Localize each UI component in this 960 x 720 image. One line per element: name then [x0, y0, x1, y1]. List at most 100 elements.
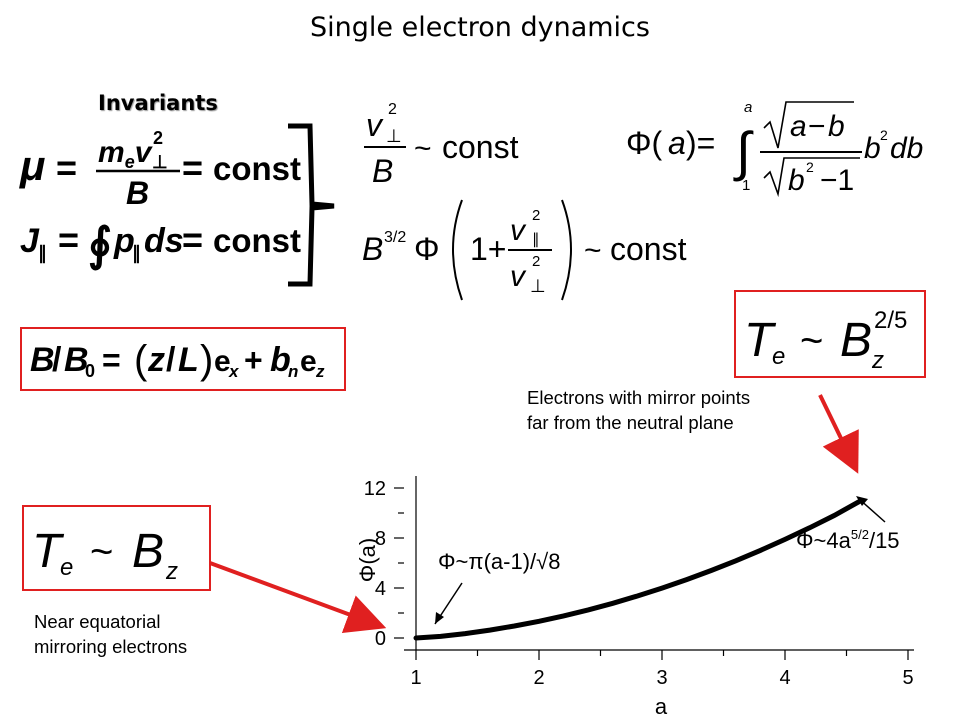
invariants-heading: Invariants [98, 91, 218, 115]
svg-text:=: = [182, 219, 203, 260]
svg-text:b: b [270, 341, 291, 379]
svg-text:B: B [64, 341, 89, 379]
field-equation: B / B 0 = ( z / L ) e x + b n e z [30, 338, 325, 382]
svg-text:J: J [20, 222, 40, 260]
svg-text:2: 2 [806, 159, 814, 175]
svg-text:a: a [790, 110, 807, 143]
svg-text:2: 2 [532, 253, 540, 270]
annotation-linear: Φ~π(a-1)/√8 [434, 549, 560, 625]
svg-text:3/2: 3/2 [384, 229, 406, 246]
svg-text:x: x [228, 362, 240, 381]
svg-text:~: ~ [800, 319, 823, 363]
svg-text:B: B [126, 175, 149, 211]
svg-text:/: / [166, 341, 176, 379]
svg-text:B: B [372, 153, 393, 189]
y-tick-label: 4 [375, 578, 386, 600]
svg-text:z: z [315, 362, 325, 381]
svg-text:const: const [213, 222, 301, 259]
svg-text:): ) [200, 338, 213, 382]
svg-text:db: db [890, 132, 923, 165]
brace-icon [288, 123, 335, 287]
v-over-b-equation: v 2 ⊥ B ~ const [364, 101, 519, 189]
svg-text:b: b [788, 164, 805, 197]
x-tick-label: 5 [902, 667, 913, 689]
j-equation: J ∥ = ∮ p ∥ ds = const [20, 218, 301, 271]
te-far-box: T e ~ B z 2/5 [734, 290, 926, 378]
y-tick-label: 12 [364, 478, 386, 500]
te-far-equation: T e ~ B z 2/5 [744, 307, 907, 374]
svg-text:~: ~ [584, 234, 602, 267]
svg-text:p: p [113, 222, 135, 260]
chart-axes [404, 476, 914, 651]
svg-text:0: 0 [85, 361, 95, 381]
svg-text:~: ~ [414, 132, 432, 165]
svg-text:e: e [300, 345, 317, 378]
annotation-power-arrowhead [856, 496, 868, 506]
x-tick-label: 3 [656, 667, 667, 689]
near-electrons-note: Near equatorial mirroring electrons [34, 609, 187, 659]
annotation-power-suffix: /15 [869, 528, 900, 553]
svg-text:e: e [214, 345, 231, 378]
svg-text:⊥: ⊥ [530, 276, 546, 296]
svg-text:μ: μ [19, 142, 45, 189]
far-electrons-note: Electrons with mirror points far from th… [527, 385, 750, 435]
field-equation-box: B / B 0 = ( z / L ) e x + b n e z [20, 327, 346, 391]
svg-text:/: / [52, 341, 62, 379]
svg-text:const: const [442, 129, 519, 165]
annotation-power-sup: 5/2 [851, 527, 869, 542]
x-tick-label: 1 [410, 667, 421, 689]
svg-text:e: e [60, 554, 73, 581]
svg-text:∥: ∥ [132, 243, 141, 264]
svg-text:v: v [510, 260, 527, 293]
slide-title: Single electron dynamics [310, 12, 650, 43]
x-axis-label: a [655, 694, 668, 719]
svg-text:Φ: Φ [414, 231, 440, 267]
svg-text:z: z [147, 341, 165, 379]
svg-text:=: = [102, 342, 121, 378]
svg-text:(: ( [134, 338, 148, 382]
svg-text:∫: ∫ [733, 122, 754, 182]
svg-text:⊥: ⊥ [386, 126, 402, 146]
svg-text:2: 2 [880, 127, 888, 143]
te-near-equation: T e ~ B z [32, 525, 178, 585]
far-note-line1: Electrons with mirror points [527, 387, 751, 408]
svg-text:z: z [871, 347, 884, 374]
arrow-to-curve-start [209, 561, 387, 634]
near-note-line2: mirroring electrons [34, 636, 188, 657]
svg-text:z: z [165, 558, 178, 585]
svg-text:b: b [864, 132, 881, 165]
svg-text:+: + [244, 342, 263, 378]
svg-text:ds: ds [144, 222, 184, 260]
svg-text:)=: )= [686, 125, 715, 161]
arrow-to-curve-end [818, 394, 859, 474]
annotation-power: Φ~4a5/2/15 [796, 496, 900, 553]
svg-text:1+: 1+ [470, 231, 506, 267]
svg-text:2: 2 [532, 207, 540, 224]
svg-text:v: v [510, 214, 527, 247]
svg-text:n: n [288, 362, 298, 381]
svg-text:e: e [772, 343, 785, 370]
far-note-line2: far from the neutral plane [527, 412, 734, 433]
svg-text:T: T [32, 525, 65, 578]
x-tick-label: 4 [779, 667, 790, 689]
svg-text:const: const [610, 231, 687, 267]
svg-text:B: B [362, 231, 383, 267]
svg-text:1: 1 [742, 177, 750, 194]
phi-curve [413, 499, 862, 641]
svg-text:⊥: ⊥ [152, 152, 168, 172]
annotation-power-text: Φ~4a5/2/15 [796, 527, 900, 553]
svg-text:2: 2 [153, 128, 163, 148]
svg-text:B: B [840, 314, 872, 367]
invariant-equations: μ = mev 2 ⊥ B = const J ∥ = ∮ p ∥ ds = c… [19, 128, 301, 271]
svg-text:v: v [366, 107, 384, 143]
annotation-power-main: Φ~4a [796, 528, 852, 553]
phi-definition-equation: Φ( a )= ∫ a 1 a − b b 2 −1 b 2 db [626, 99, 923, 198]
svg-text:a: a [668, 125, 686, 161]
svg-text:T: T [744, 314, 777, 367]
svg-text:∮: ∮ [88, 218, 112, 271]
y-axis-label: Φ(a) [355, 538, 380, 582]
svg-text:∥: ∥ [532, 231, 540, 248]
y-tick-label: 8 [375, 528, 386, 550]
